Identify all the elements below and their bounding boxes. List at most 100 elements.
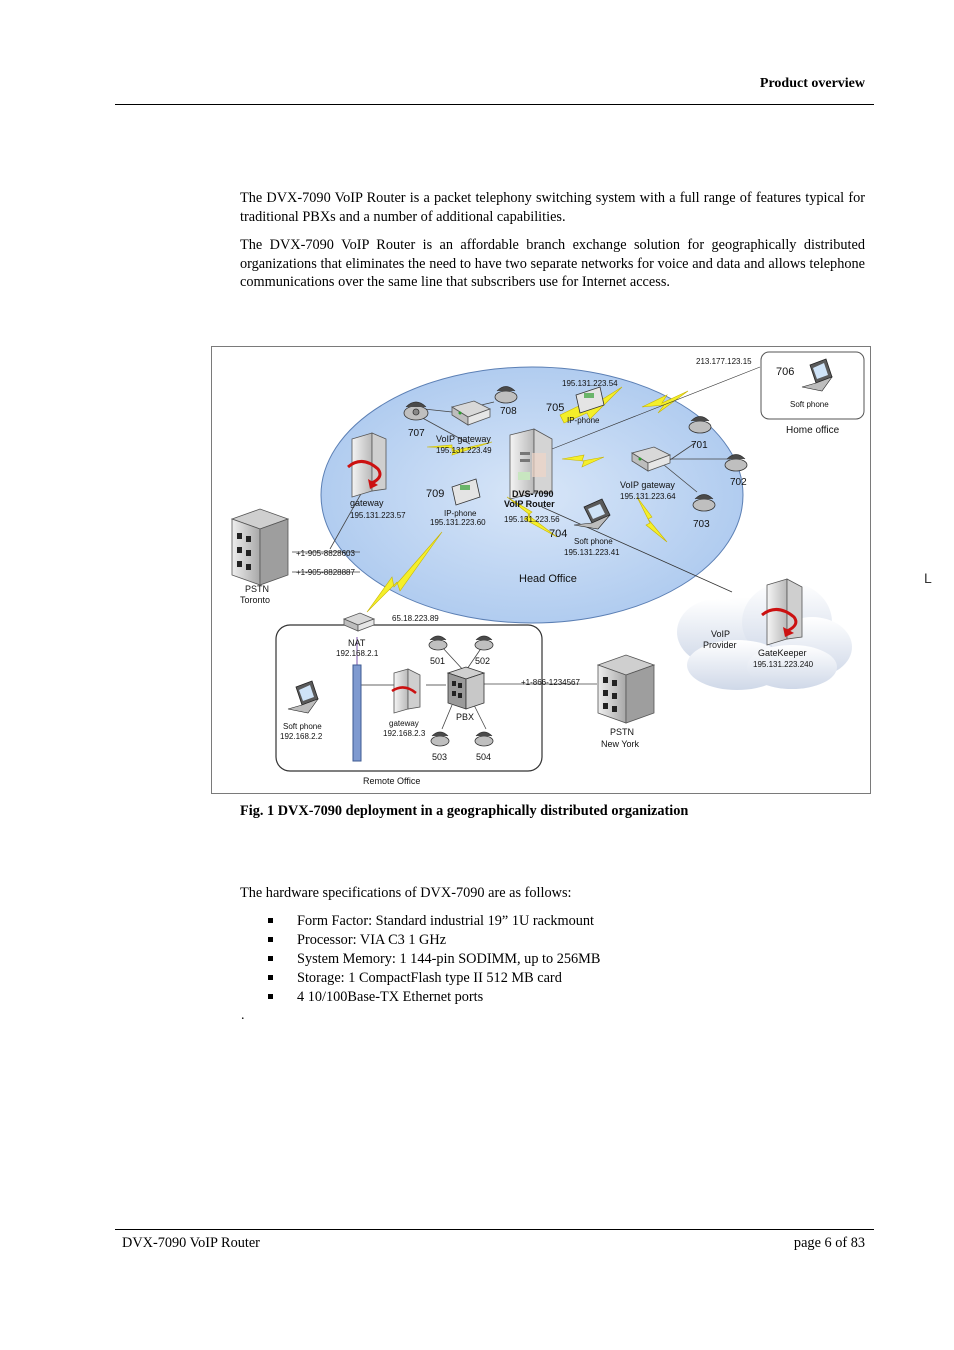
ipphone-709-ip: 195.131.223.60 (430, 518, 486, 527)
bullet-icon (268, 975, 273, 980)
header-section-title: Product overview (759, 76, 865, 91)
nat-router (342, 612, 376, 632)
ext-706-label: 706 (776, 366, 794, 378)
voip-gateway-2 (631, 446, 672, 472)
nat-public-ip: 65.18.223.89 (392, 614, 439, 623)
provider-link (541, 506, 733, 593)
ext-705-label: 705 (546, 402, 564, 414)
home-softphone-label: Soft phone (790, 400, 829, 409)
pstn-toronto-building (230, 508, 290, 586)
remote-gateway-ip: 192.168.2.3 (383, 729, 426, 738)
head-gateway-ip: 195.131.223.57 (350, 511, 406, 520)
gatekeeper-server (761, 578, 803, 646)
remote-gateway-label: gateway (389, 719, 419, 728)
voip-gateway-1-ip: 195.131.223.49 (436, 446, 492, 455)
bullet-icon (268, 918, 273, 923)
home-office-link (551, 366, 761, 450)
nat-label: NAT (348, 638, 366, 648)
ipphone-705-ip: 195.131.223.54 (562, 379, 618, 388)
footer-product-name: DVX-7090 VoIP Router (122, 1235, 260, 1251)
voip-gateway-2-ip: 195.131.223.64 (620, 492, 676, 501)
phone-502-icon (474, 635, 494, 651)
nat-local-ip: 192.168.2.1 (336, 649, 379, 658)
pstn-newyork-label-2: New York (601, 739, 640, 749)
phone-501-icon (428, 635, 448, 651)
voip-provider-label-1: VoIP (711, 629, 730, 639)
list-item: 4 10/100Base-TX Ethernet ports (268, 988, 600, 1007)
softphone-704-label: Soft phone (574, 537, 613, 546)
softphone-704-icon (573, 498, 611, 530)
voip-provider-label-2: Provider (703, 640, 737, 650)
list-item: System Memory: 1 144-pin SODIMM, up to 2… (268, 950, 600, 969)
remote-office-label: Remote Office (363, 776, 420, 786)
bullet-icon (268, 937, 273, 942)
voip-gateway-2-label: VoIP gateway (620, 480, 675, 490)
phone-504-icon (474, 731, 494, 747)
head-office-gateway (347, 432, 387, 498)
trailing-dot: . (241, 1008, 245, 1023)
pstn-toronto-label-2: Toronto (240, 595, 270, 605)
home-office-label: Home office (786, 425, 840, 436)
phone-703-icon (692, 494, 716, 512)
ext-503-label: 503 (432, 752, 447, 762)
home-office-ip: 213.177.123.15 (696, 357, 752, 366)
ext-504-label: 504 (476, 752, 491, 762)
head-office-area (320, 366, 744, 624)
pstn-newyork-label-1: PSTN (610, 727, 634, 737)
head-gateway-label: gateway (350, 498, 384, 508)
voip-provider-cloud (677, 582, 852, 690)
ext-701-label: 701 (691, 440, 708, 451)
phone-707-icon (403, 401, 429, 421)
network-diagram: 213.177.123.15 706 Soft phone Home offic… (230, 351, 865, 786)
ext-708-label: 708 (500, 406, 517, 417)
phone-708-icon (494, 386, 518, 404)
phone-503-icon (430, 731, 450, 747)
list-item: Processor: VIA C3 1 GHz (268, 931, 600, 950)
newyork-number: +1-866-1234567 (521, 678, 580, 687)
remote-pbx (446, 666, 486, 710)
gatekeeper-label: GateKeeper (758, 648, 807, 658)
figure-caption: Fig. 1 DVX-7090 deployment in a geograph… (240, 803, 689, 819)
voip-gateway-1 (451, 400, 492, 426)
footer-page-number: page 6 of 83 (793, 1235, 865, 1251)
remote-softphone-icon (287, 680, 319, 714)
ext-704-label: 704 (549, 528, 567, 540)
head-office-label: Head Office (519, 573, 577, 585)
ipphone-709-label: IP-phone (444, 509, 477, 518)
list-item: Storage: 1 CompactFlash type II 512 MB c… (268, 969, 600, 988)
pbx-label: PBX (456, 712, 474, 722)
ext-707-label: 707 (408, 428, 425, 439)
remote-lan-bus (352, 664, 362, 762)
toronto-number-2: +1-905-8828887 (296, 568, 355, 577)
pstn-newyork-building (596, 654, 656, 724)
footer-rule (115, 1229, 874, 1230)
remote-softphone-label: Soft phone (283, 722, 322, 731)
dvs7090-router (509, 428, 553, 500)
router-ip: 195.131.223.56 (504, 515, 560, 524)
ext-502-label: 502 (475, 656, 490, 666)
router-label-1: DVS-7090 (512, 489, 554, 499)
network-diagram-figure: 213.177.123.15 706 Soft phone Home offic… (211, 346, 871, 794)
ext-501-label: 501 (430, 656, 445, 666)
phone-701-icon (688, 416, 712, 434)
specs-list: Form Factor: Standard industrial 19” 1U … (268, 912, 600, 1007)
ip-phone-709-icon (451, 478, 481, 506)
ext-709-label: 709 (426, 488, 444, 500)
intro-paragraph-1: The DVX-7090 VoIP Router is a packet tel… (240, 190, 865, 225)
softphone-704-ip: 195.131.223.41 (564, 548, 620, 557)
list-item: Form Factor: Standard industrial 19” 1U … (268, 912, 600, 931)
toronto-number-1: +1-905-8828603 (296, 549, 355, 558)
gatekeeper-ip: 195.131.223.240 (753, 660, 814, 669)
remote-gateway (391, 668, 421, 714)
pstn-toronto-label-1: PSTN (245, 584, 269, 594)
header-rule (115, 104, 874, 105)
bullet-icon (268, 994, 273, 999)
ext-702-label: 702 (730, 477, 747, 488)
bullet-icon (268, 956, 273, 961)
softphone-706-icon (801, 358, 833, 392)
ext-703-label: 703 (693, 519, 710, 530)
intro-paragraph-2: The DVX-7090 VoIP Router is an affordabl… (240, 237, 865, 291)
phone-702-icon (724, 454, 748, 472)
remote-softphone-ip: 192.168.2.2 (280, 732, 323, 741)
router-label-2: VoIP Router (504, 499, 555, 509)
